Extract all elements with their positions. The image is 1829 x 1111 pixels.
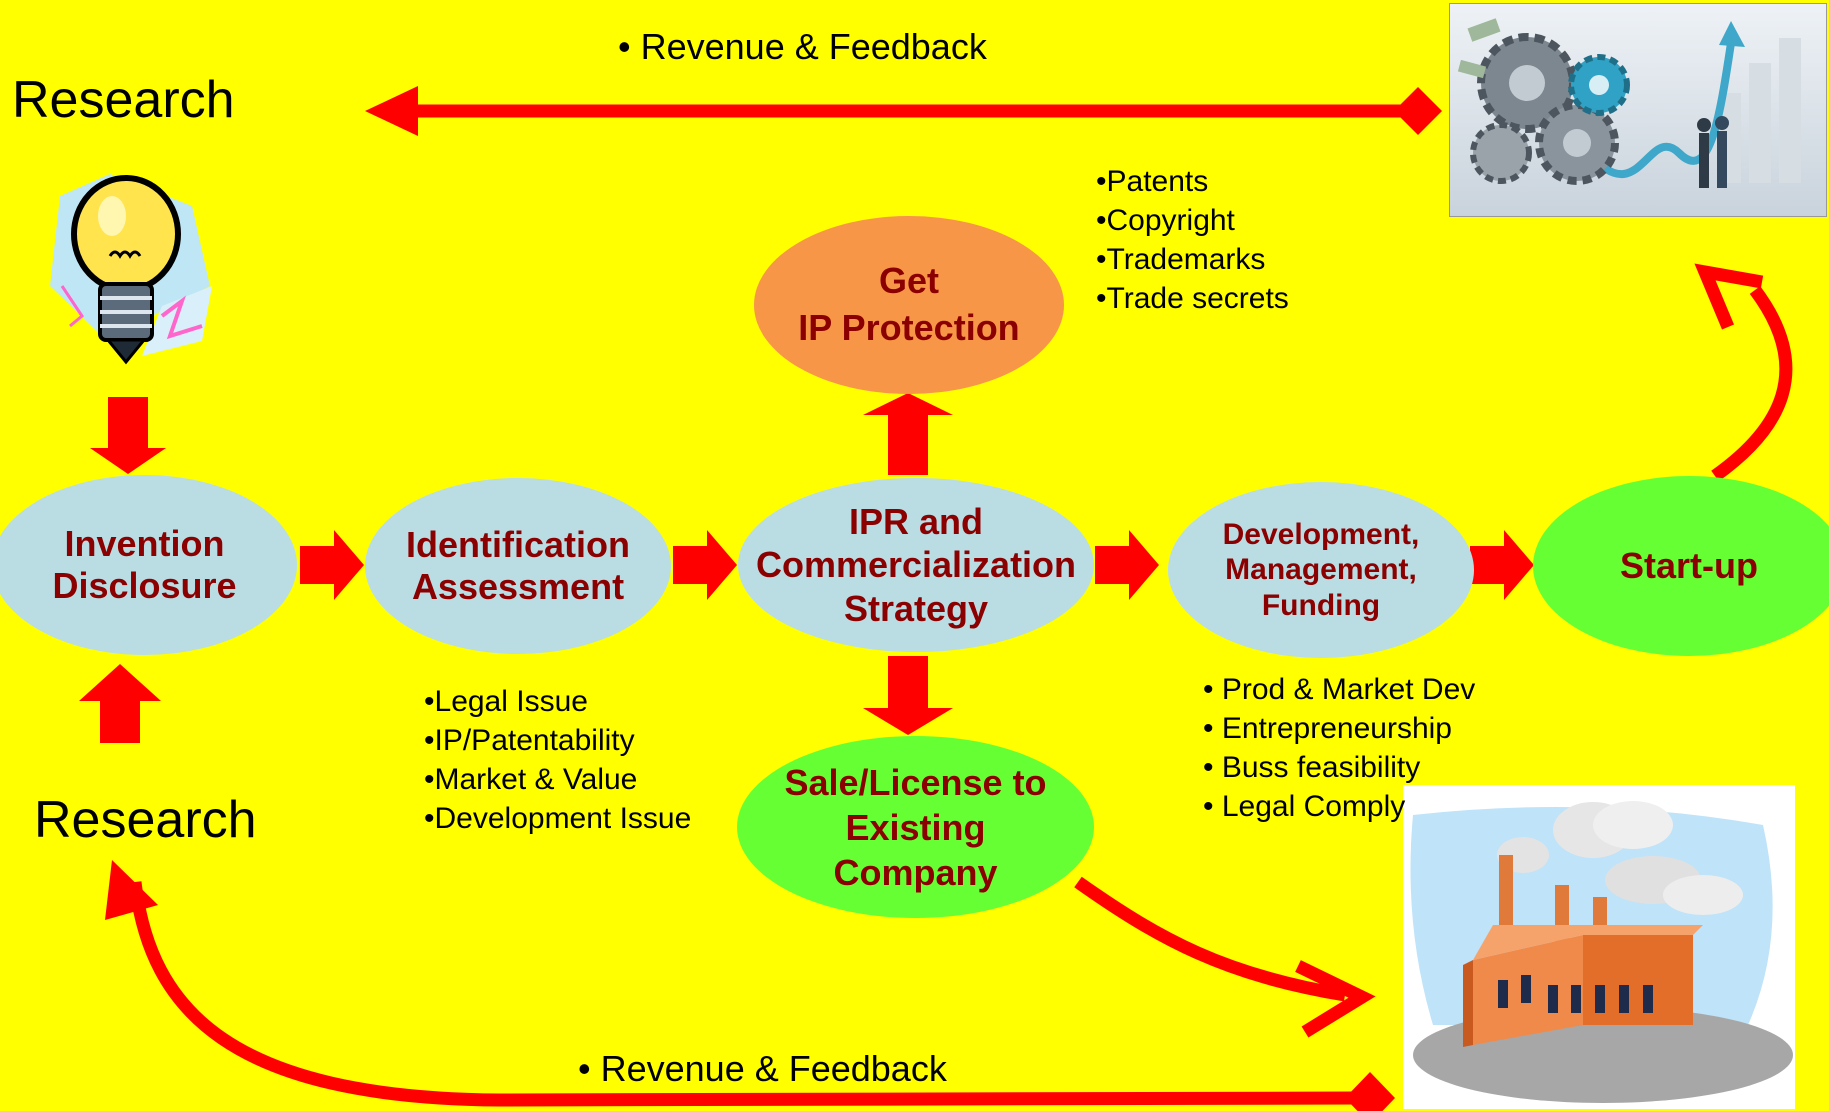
arrow-ipr-to-protection — [863, 393, 953, 475]
arrow-research-to-invention — [79, 664, 161, 743]
lightbulb-idea-icon — [50, 174, 212, 365]
identification-assessment-node: Identification Assessment — [365, 478, 671, 654]
assessment-item: •Market & Value — [424, 763, 638, 796]
assessment-item: •Development Issue — [424, 802, 692, 835]
assessment-item: •IP/Patentability — [424, 724, 635, 757]
arrow-bulb-to-invention — [90, 397, 166, 474]
ip-types-list: •Patents •Copyright •Trademarks •Trade s… — [1096, 162, 1289, 318]
revenue-feedback-label-bottom: • Revenue & Feedback — [578, 1048, 947, 1089]
sale-license-label: Sale/License to Existing Company — [784, 761, 1047, 893]
revenue-feedback-label-top: • Revenue & Feedback — [618, 26, 987, 67]
startup-node: Start-up — [1533, 476, 1829, 656]
ip-type-item: •Copyright — [1096, 204, 1235, 237]
invention-disclosure-node: Invention Disclosure — [0, 475, 297, 655]
assessment-items-list: •Legal Issue •IP/Patentability •Market &… — [424, 682, 691, 838]
arrow-development-to-startup — [1470, 530, 1534, 600]
arrow-identification-to-ipr — [673, 530, 737, 600]
arrow-ipr-to-development — [1095, 530, 1159, 600]
business-gears-growth-icon — [1449, 3, 1827, 217]
arrow-startup-to-business — [1694, 263, 1793, 482]
ip-protection-node: Get IP Protection — [754, 216, 1064, 394]
ip-type-item: •Patents — [1096, 165, 1209, 198]
development-item: • Prod & Market Dev — [1203, 673, 1476, 706]
ip-protection-label: Get IP Protection — [798, 260, 1020, 348]
development-item: • Legal Comply — [1203, 790, 1406, 823]
ip-type-item: •Trade secrets — [1096, 282, 1289, 315]
assessment-item: •Legal Issue — [424, 685, 588, 718]
bottom-feedback-arrow — [105, 860, 1395, 1111]
development-item: • Buss feasibility — [1203, 751, 1421, 784]
development-items-list: • Prod & Market Dev • Entrepreneurship •… — [1203, 670, 1475, 826]
invention-disclosure-label: Invention Disclosure — [52, 522, 237, 606]
research-label-bottom: Research — [34, 791, 257, 849]
development-management-funding-label: Development, Management, Funding — [1222, 517, 1420, 622]
sale-license-node: Sale/License to Existing Company — [737, 736, 1094, 918]
ipr-strategy-node: IPR and Commercialization Strategy — [738, 478, 1094, 652]
arrow-ipr-to-sale — [863, 656, 953, 735]
arrow-invention-to-identification — [300, 530, 364, 600]
development-item: • Entrepreneurship — [1203, 712, 1452, 745]
development-management-funding-node: Development, Management, Funding — [1168, 482, 1474, 658]
top-feedback-arrow — [365, 86, 1442, 136]
research-label-top: Research — [12, 71, 235, 129]
arrow-sale-to-factory — [1074, 876, 1376, 1038]
identification-assessment-label: Identification Assessment — [406, 523, 630, 607]
ip-type-item: •Trademarks — [1096, 243, 1266, 276]
ipr-strategy-label: IPR and Commercialization Strategy — [755, 501, 1077, 629]
factory-icon — [1403, 785, 1795, 1109]
startup-label: Start-up — [1620, 544, 1758, 586]
